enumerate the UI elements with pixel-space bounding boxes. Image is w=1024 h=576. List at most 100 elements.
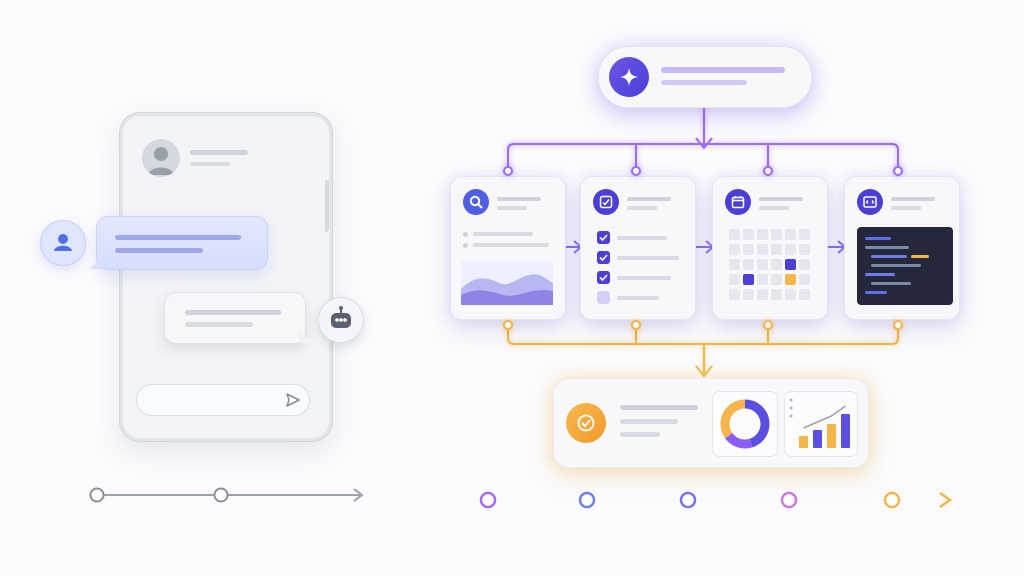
- bar-chart: [789, 398, 850, 448]
- code-icon: [857, 189, 883, 215]
- input-port[interactable]: [763, 166, 773, 176]
- send-icon[interactable]: [285, 392, 301, 408]
- calendar-cell: [771, 229, 782, 240]
- result-line: [620, 432, 660, 437]
- card-title-line: [497, 197, 541, 201]
- checkbox-unchecked: [597, 291, 610, 304]
- area-chart-thumbnail: [461, 261, 553, 305]
- output-port[interactable]: [631, 320, 641, 330]
- calendar-cell: [757, 229, 768, 240]
- calendar-cell: [785, 244, 796, 255]
- list-line: [473, 232, 533, 236]
- calendar-cell: [799, 289, 810, 300]
- timeline-left: [89, 487, 364, 503]
- calendar-cell: [785, 259, 796, 270]
- donut-chart-tile: [712, 391, 778, 457]
- code-line: [865, 273, 895, 276]
- legend-dot: [789, 398, 793, 402]
- donut-segment: [720, 399, 770, 449]
- user-message-line: [115, 235, 241, 240]
- bar: [827, 424, 836, 448]
- calendar-cell: [729, 289, 740, 300]
- checklist-line: [617, 276, 671, 280]
- calendar-cell: [799, 244, 810, 255]
- calendar-cell: [743, 244, 754, 255]
- checklist-line: [617, 296, 659, 300]
- calendar-cell: [729, 259, 740, 270]
- contact-status-line: [190, 162, 230, 166]
- calendar-cell: [771, 259, 782, 270]
- calendar-cell: [729, 229, 740, 240]
- bar: [841, 414, 850, 448]
- calendar-step-card[interactable]: [712, 176, 828, 320]
- calendar-cell: [785, 274, 796, 285]
- bar: [813, 430, 822, 448]
- code-line: [871, 255, 907, 258]
- calendar-cell: [799, 274, 810, 285]
- calendar-cell: [771, 244, 782, 255]
- message-input[interactable]: [136, 384, 310, 416]
- result-title-line: [620, 405, 698, 410]
- code-line: [865, 291, 887, 294]
- robot-icon: [331, 306, 351, 328]
- calendar-cell: [729, 274, 740, 285]
- trend-line: [803, 405, 846, 429]
- checklist-step-card[interactable]: [580, 176, 696, 320]
- calendar-icon: [725, 189, 751, 215]
- code-line: [865, 237, 891, 240]
- calendar-cell: [729, 244, 740, 255]
- card-subtitle-line: [759, 206, 789, 210]
- calendar-cell: [785, 229, 796, 240]
- timeline-node: [213, 487, 229, 503]
- card-subtitle-line: [891, 206, 921, 210]
- search-step-card[interactable]: [450, 176, 566, 320]
- code-line: [911, 255, 929, 258]
- code-line: [871, 282, 911, 285]
- input-port[interactable]: [893, 166, 903, 176]
- output-port[interactable]: [503, 320, 513, 330]
- output-port[interactable]: [763, 320, 773, 330]
- calendar-cell: [743, 259, 754, 270]
- calendar-cell: [785, 289, 796, 300]
- checklist-line: [617, 256, 679, 260]
- result-line: [620, 419, 678, 424]
- user-message-bubble: [89, 216, 268, 270]
- contact-name-line: [190, 150, 248, 155]
- code-step-card[interactable]: [844, 176, 960, 320]
- phone-side-button: [325, 180, 329, 232]
- input-port[interactable]: [631, 166, 641, 176]
- trigger-subtitle-line: [661, 80, 747, 85]
- output-port[interactable]: [893, 320, 903, 330]
- code-line: [871, 264, 921, 267]
- calendar-cell: [757, 289, 768, 300]
- timeline-node: [89, 487, 105, 503]
- calendar-cell: [757, 244, 768, 255]
- checklist-line: [617, 236, 667, 240]
- calendar-cell: [757, 259, 768, 270]
- bullet: [463, 243, 468, 248]
- bot-message-line: [185, 310, 281, 315]
- donut-chart: [720, 399, 770, 449]
- legend-dot: [789, 406, 793, 410]
- input-port[interactable]: [503, 166, 513, 176]
- code-line: [865, 246, 909, 249]
- timeline-node: [578, 491, 596, 509]
- checkbox-checked: [597, 271, 610, 284]
- calendar-cell: [799, 259, 810, 270]
- code-editor-panel: [857, 227, 953, 305]
- ai-trigger-node[interactable]: [598, 46, 812, 108]
- trigger-title-line: [661, 67, 785, 73]
- calendar-cell: [743, 229, 754, 240]
- card-subtitle-line: [627, 206, 657, 210]
- calendar-cell: [743, 289, 754, 300]
- result-summary-card[interactable]: [553, 378, 869, 468]
- user-icon: [54, 234, 72, 251]
- timeline-node: [679, 491, 697, 509]
- card-subtitle-line: [497, 206, 527, 210]
- check-icon: [566, 403, 606, 443]
- user-avatar: [40, 220, 86, 266]
- sparkle-icon: [609, 57, 649, 97]
- checkbox-checked: [597, 251, 610, 264]
- card-title-line: [759, 197, 803, 201]
- bullet: [463, 232, 468, 237]
